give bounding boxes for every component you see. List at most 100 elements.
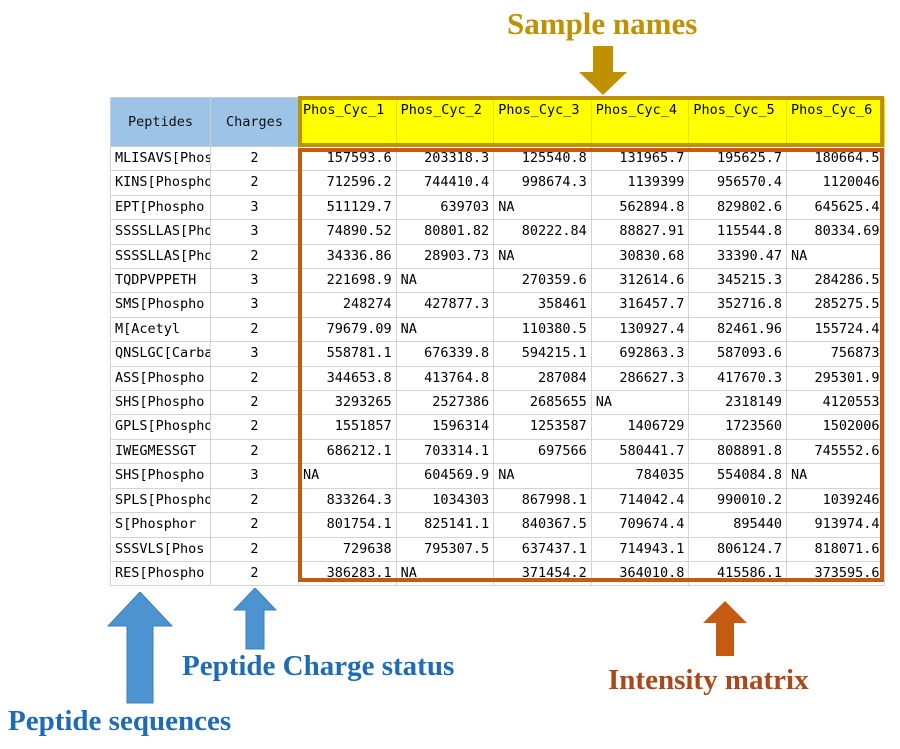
- cell-intensity[interactable]: 637437.1: [493, 536, 592, 562]
- cell-intensity[interactable]: 373595.6: [785, 560, 885, 587]
- cell-intensity[interactable]: 79679.09: [298, 316, 397, 343]
- cell-intensity[interactable]: 295301.9: [785, 365, 885, 392]
- cell-intensity[interactable]: 345215.3: [688, 268, 787, 294]
- cell-charge[interactable]: 2: [210, 365, 299, 392]
- cell-intensity[interactable]: 88827.91: [590, 219, 690, 245]
- cell-intensity[interactable]: 562894.8: [590, 194, 690, 221]
- cell-intensity[interactable]: 82461.96: [688, 316, 787, 343]
- cell-intensity[interactable]: NA: [493, 243, 592, 270]
- cell-intensity[interactable]: 1253587: [493, 414, 592, 440]
- cell-intensity[interactable]: 221698.9: [298, 268, 397, 294]
- cell-charge[interactable]: 2: [210, 438, 299, 465]
- cell-intensity[interactable]: 587093.6: [688, 341, 787, 367]
- cell-intensity[interactable]: 2527386: [395, 390, 495, 416]
- cell-intensity[interactable]: NA: [395, 316, 495, 343]
- cell-intensity[interactable]: 712596.2: [298, 170, 397, 196]
- cell-intensity[interactable]: 285275.5: [785, 292, 885, 318]
- cell-intensity[interactable]: 808891.8: [688, 438, 787, 465]
- cell-intensity[interactable]: 316457.7: [590, 292, 690, 318]
- cell-intensity[interactable]: 833264.3: [298, 487, 397, 514]
- cell-intensity[interactable]: 2685655: [493, 390, 592, 416]
- cell-intensity[interactable]: 110380.5: [493, 316, 592, 343]
- cell-peptide[interactable]: EPT[Phospho: [110, 194, 211, 221]
- cell-peptide[interactable]: GPLS[Phospho: [110, 414, 211, 440]
- cell-intensity[interactable]: 80334.69: [785, 219, 885, 245]
- cell-charge[interactable]: 2: [210, 390, 299, 416]
- cell-intensity[interactable]: 131965.7: [590, 145, 690, 172]
- cell-intensity[interactable]: 801754.1: [298, 512, 397, 538]
- cell-intensity[interactable]: 676339.8: [395, 341, 495, 367]
- cell-intensity[interactable]: 3293265: [298, 390, 397, 416]
- cell-intensity[interactable]: 125540.8: [493, 145, 592, 172]
- table-row[interactable]: MLISAVS[Phospho2157593.6203318.3125540.8…: [110, 145, 885, 172]
- table-row[interactable]: SSSSLLAS[Phospho374890.5280801.8280222.8…: [110, 219, 885, 245]
- cell-charge[interactable]: 2: [210, 145, 299, 172]
- cell-intensity[interactable]: 427877.3: [395, 292, 495, 318]
- cell-intensity[interactable]: 645625.4: [785, 194, 885, 221]
- cell-intensity[interactable]: NA: [590, 390, 690, 416]
- cell-intensity[interactable]: 756873: [785, 341, 885, 367]
- cell-intensity[interactable]: 34336.86: [298, 243, 397, 270]
- cell-charge[interactable]: 3: [210, 194, 299, 221]
- cell-intensity[interactable]: 1039246: [785, 487, 885, 514]
- cell-charge[interactable]: 2: [210, 243, 299, 270]
- cell-intensity[interactable]: 364010.8: [590, 560, 690, 587]
- cell-charge[interactable]: 2: [210, 316, 299, 343]
- cell-intensity[interactable]: 709674.4: [590, 512, 690, 538]
- cell-peptide[interactable]: SSSSLLAS[Phospho: [110, 219, 211, 245]
- cell-intensity[interactable]: 990010.2: [688, 487, 787, 514]
- cell-intensity[interactable]: 795307.5: [395, 536, 495, 562]
- cell-intensity[interactable]: 714042.4: [590, 487, 690, 514]
- cell-charge[interactable]: 2: [210, 414, 299, 440]
- cell-charge[interactable]: 2: [210, 560, 299, 587]
- cell-charge[interactable]: 3: [210, 463, 299, 489]
- cell-intensity[interactable]: 130927.4: [590, 316, 690, 343]
- cell-charge[interactable]: 2: [210, 487, 299, 514]
- cell-intensity[interactable]: 312614.6: [590, 268, 690, 294]
- cell-intensity[interactable]: 270359.6: [493, 268, 592, 294]
- cell-intensity[interactable]: 913974.4: [785, 512, 885, 538]
- cell-intensity[interactable]: 344653.8: [298, 365, 397, 392]
- cell-intensity[interactable]: 287084: [493, 365, 592, 392]
- cell-intensity[interactable]: 806124.7: [688, 536, 787, 562]
- table-row[interactable]: SSSSLLAS[Phospho234336.8628903.73NA30830…: [110, 243, 885, 270]
- cell-intensity[interactable]: 580441.7: [590, 438, 690, 465]
- cell-intensity[interactable]: 744410.4: [395, 170, 495, 196]
- cell-intensity[interactable]: 895440: [688, 512, 787, 538]
- cell-peptide[interactable]: S[Phosphor: [110, 512, 211, 538]
- cell-intensity[interactable]: NA: [785, 463, 885, 489]
- cell-peptide[interactable]: MLISAVS[Phospho: [110, 145, 211, 172]
- cell-intensity[interactable]: 417670.3: [688, 365, 787, 392]
- column-header-sample-4[interactable]: Phos_Cyc_4: [590, 97, 690, 147]
- column-header-sample-3[interactable]: Phos_Cyc_3: [493, 97, 592, 147]
- cell-intensity[interactable]: 155724.4: [785, 316, 885, 343]
- column-header-sample-2[interactable]: Phos_Cyc_2: [395, 97, 495, 147]
- cell-charge[interactable]: 3: [210, 219, 299, 245]
- cell-peptide[interactable]: SHS[Phospho: [110, 463, 211, 489]
- cell-intensity[interactable]: 284286.5: [785, 268, 885, 294]
- cell-peptide[interactable]: SHS[Phospho: [110, 390, 211, 416]
- cell-intensity[interactable]: 115544.8: [688, 219, 787, 245]
- cell-intensity[interactable]: 358461: [493, 292, 592, 318]
- cell-intensity[interactable]: 74890.52: [298, 219, 397, 245]
- cell-intensity[interactable]: 956570.4: [688, 170, 787, 196]
- cell-intensity[interactable]: 825141.1: [395, 512, 495, 538]
- cell-intensity[interactable]: 371454.2: [493, 560, 592, 587]
- cell-intensity[interactable]: 594215.1: [493, 341, 592, 367]
- cell-intensity[interactable]: 33390.47: [688, 243, 787, 270]
- cell-intensity[interactable]: 692863.3: [590, 341, 690, 367]
- cell-peptide[interactable]: QNSLGC[Carbamid: [110, 341, 211, 367]
- cell-intensity[interactable]: 286627.3: [590, 365, 690, 392]
- cell-intensity[interactable]: 1139399: [590, 170, 690, 196]
- cell-peptide[interactable]: SSSVLS[Phos: [110, 536, 211, 562]
- cell-intensity[interactable]: 1723560: [688, 414, 787, 440]
- cell-charge[interactable]: 3: [210, 341, 299, 367]
- cell-peptide[interactable]: ASS[Phospho: [110, 365, 211, 392]
